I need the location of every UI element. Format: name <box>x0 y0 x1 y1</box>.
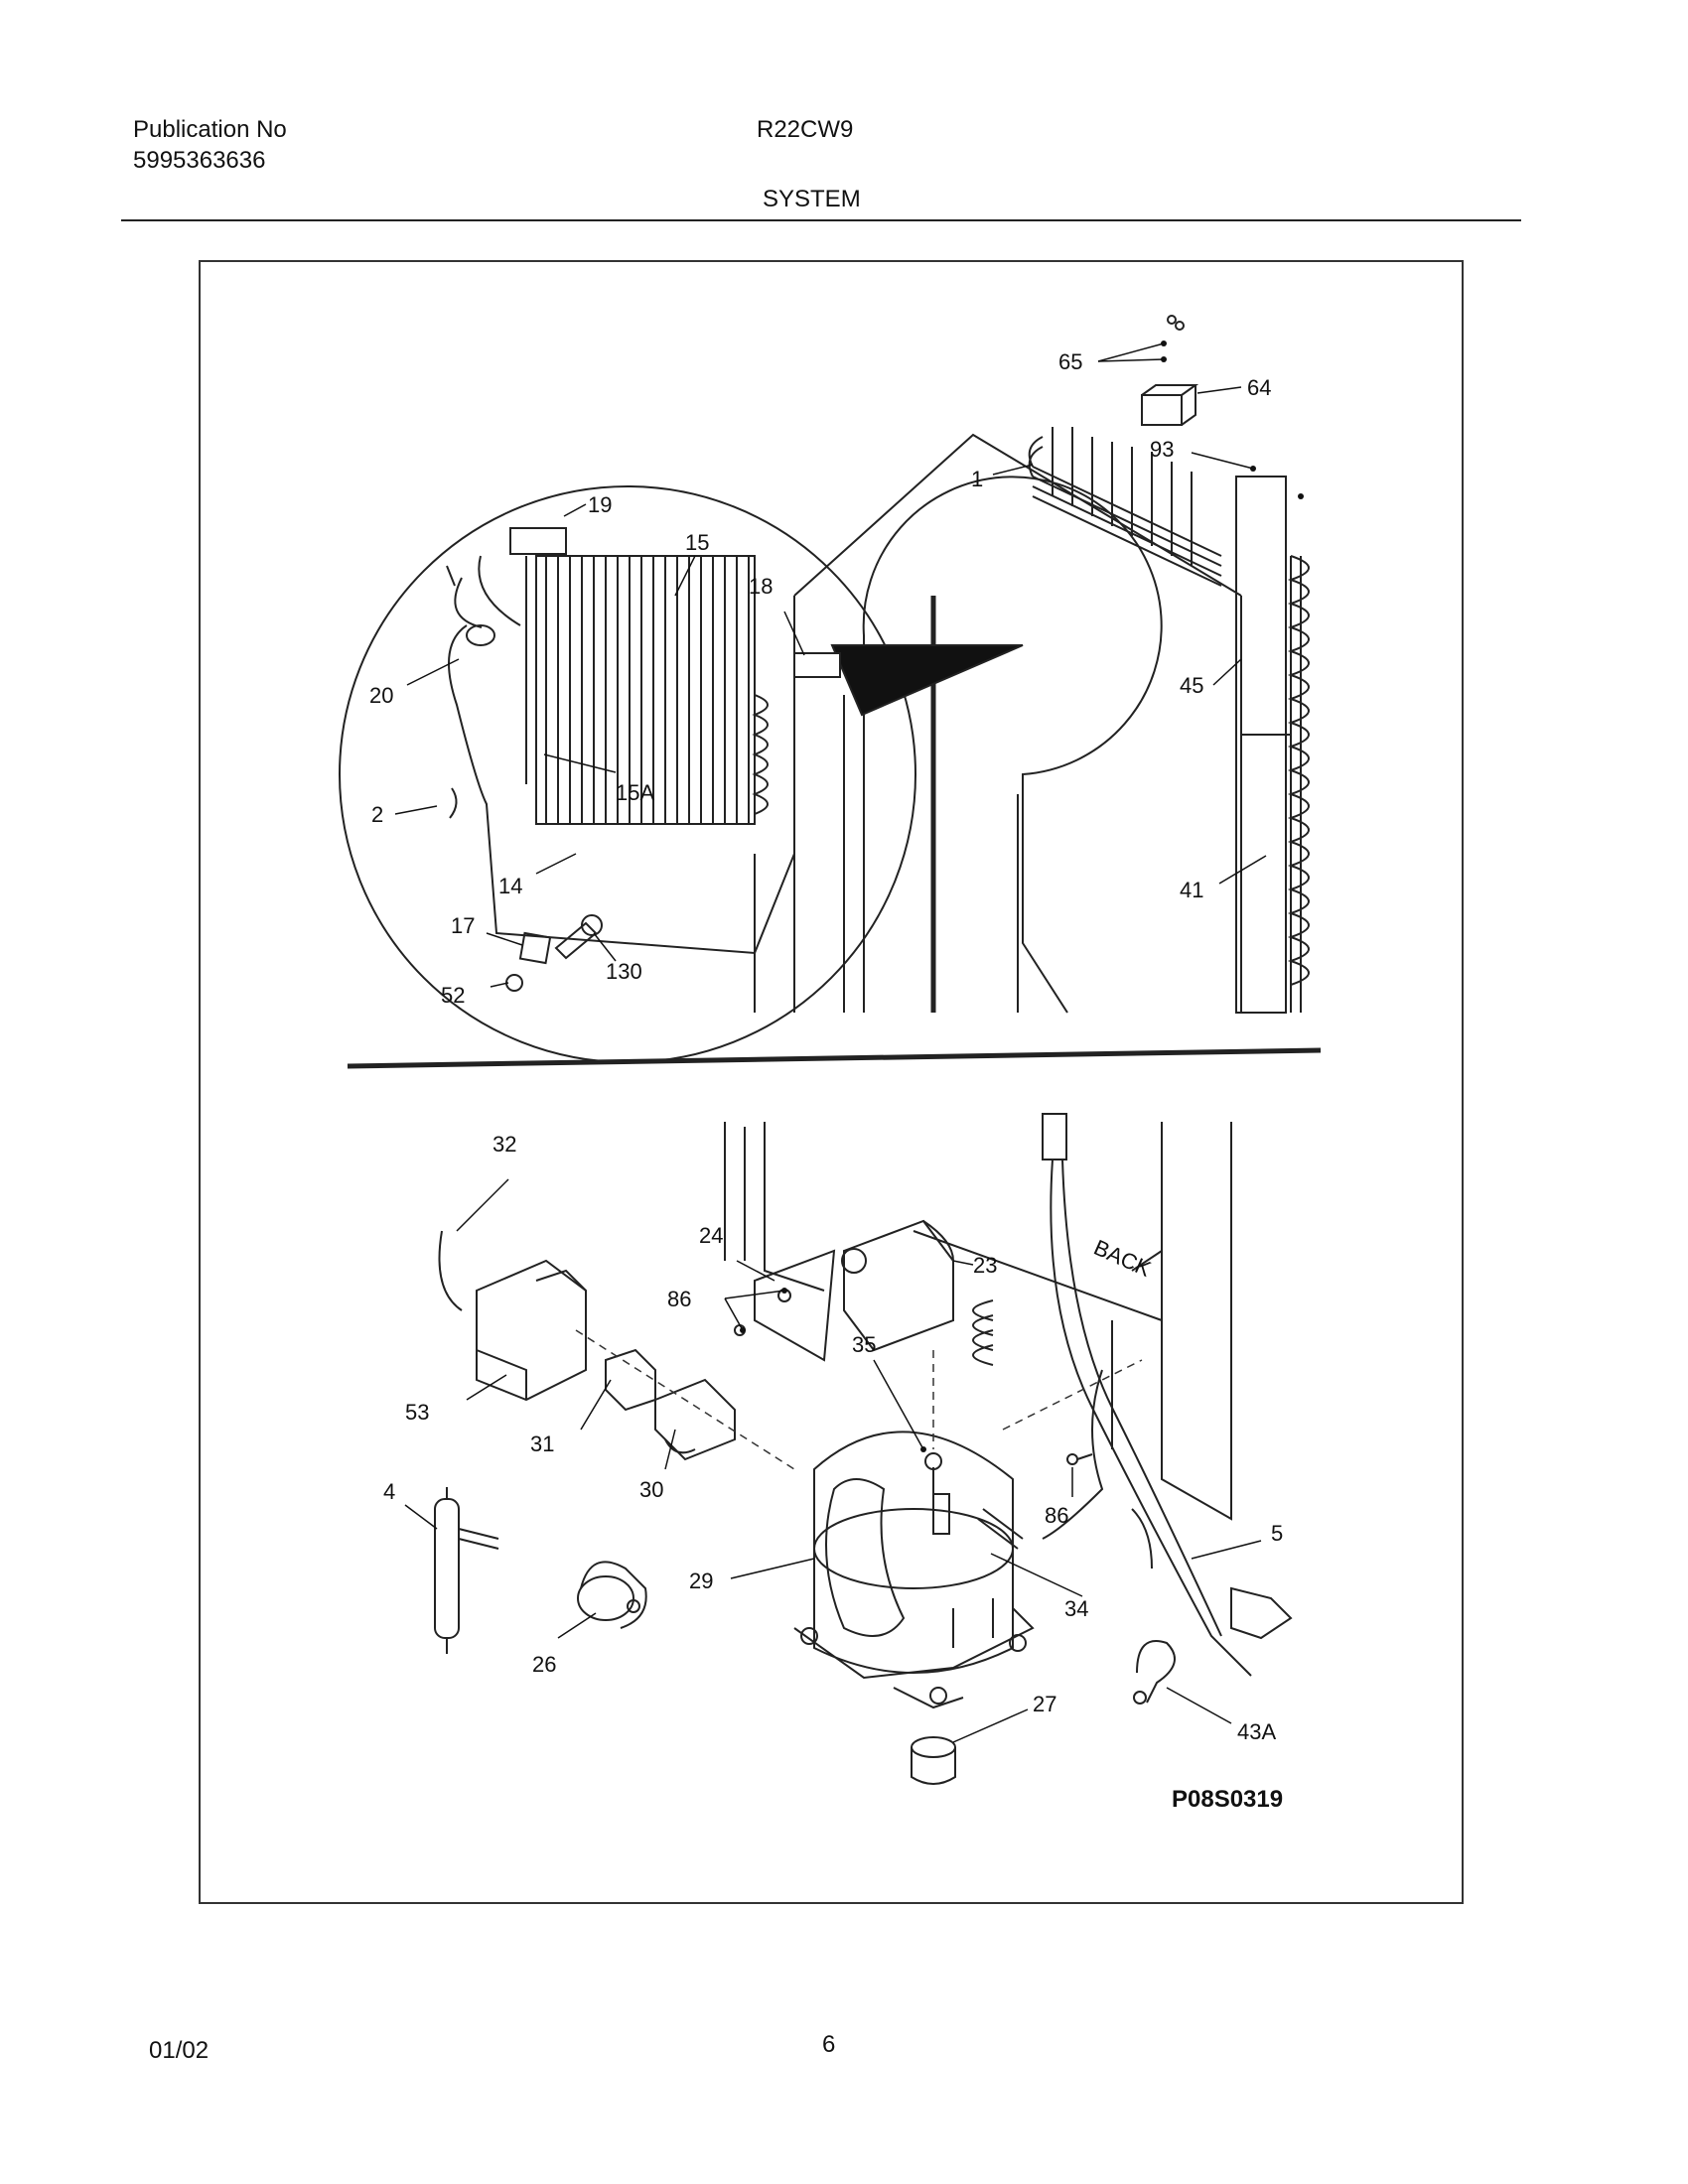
callout-130: 130 <box>606 959 642 984</box>
callout-15: 15 <box>685 530 709 555</box>
callout-53: 53 <box>405 1400 429 1425</box>
callout-17: 17 <box>451 913 475 938</box>
compartment-outline <box>724 1122 1232 1521</box>
condenser-coil <box>1028 427 1310 1014</box>
callout-43A: 43A <box>1237 1719 1276 1744</box>
callout-19: 19 <box>588 492 612 517</box>
callout-34: 34 <box>1064 1596 1088 1621</box>
page-number: 6 <box>822 2031 836 2058</box>
dryer-4 <box>434 1487 499 1654</box>
callout-52: 52 <box>441 983 465 1008</box>
callout-2: 2 <box>371 802 383 827</box>
callout-41: 41 <box>1180 878 1203 902</box>
arrowheads <box>740 341 1304 1452</box>
callout-26: 26 <box>532 1652 556 1677</box>
callout-35: 35 <box>852 1332 876 1357</box>
callout-30: 30 <box>639 1477 663 1502</box>
callout-86-left: 86 <box>667 1287 691 1311</box>
model-number: R22CW9 <box>757 116 854 143</box>
callout-20: 20 <box>369 683 393 708</box>
section-title: SYSTEM <box>763 186 861 212</box>
callout-93: 93 <box>1150 437 1174 462</box>
screw-86-right <box>1066 1453 1093 1465</box>
grommet-27 <box>911 1736 956 1785</box>
callout-18: 18 <box>749 574 773 599</box>
back-label: BACK <box>1090 1235 1155 1282</box>
callout-86-right: 86 <box>1045 1503 1068 1528</box>
publication-number: 5995363636 <box>133 147 266 174</box>
callout-65: 65 <box>1058 349 1082 374</box>
callout-23: 23 <box>973 1253 997 1278</box>
harness-wires <box>972 1113 1293 1677</box>
capacitor-30 <box>654 1378 736 1461</box>
header-rule <box>121 219 1521 221</box>
callout-32: 32 <box>492 1132 516 1157</box>
callout-29: 29 <box>689 1569 713 1593</box>
callout-14: 14 <box>498 874 522 898</box>
callout-64: 64 <box>1247 375 1271 400</box>
bracket-64 <box>1141 315 1199 426</box>
publication-label: Publication No <box>133 116 287 143</box>
callout-31: 31 <box>530 1432 554 1456</box>
callout-1: 1 <box>971 467 983 491</box>
diagram-frame <box>199 260 1464 1904</box>
callout-5: 5 <box>1271 1521 1283 1546</box>
callout-4: 4 <box>383 1479 395 1504</box>
callout-27: 27 <box>1033 1692 1056 1716</box>
overload-protector <box>438 1230 587 1402</box>
callout-45: 45 <box>1180 673 1203 698</box>
section-divider <box>347 1047 1322 1069</box>
clamp-43a <box>1133 1640 1176 1705</box>
footer-date: 01/02 <box>149 2037 210 2064</box>
compressor-29 <box>793 1431 1035 1709</box>
evaporator-detail-circle <box>339 485 1024 1063</box>
relay-31 <box>605 1348 656 1412</box>
callout-24: 24 <box>699 1223 723 1248</box>
grommet-26 <box>577 1561 647 1629</box>
callout-15A: 15A <box>616 780 654 805</box>
assembly-lines <box>575 1329 1143 1470</box>
cabinet-outline <box>754 433 1242 1014</box>
fan-motor-23 <box>841 1219 954 1352</box>
leader-lines <box>394 342 1267 1743</box>
drawing-code: P08S0319 <box>1172 1786 1283 1813</box>
